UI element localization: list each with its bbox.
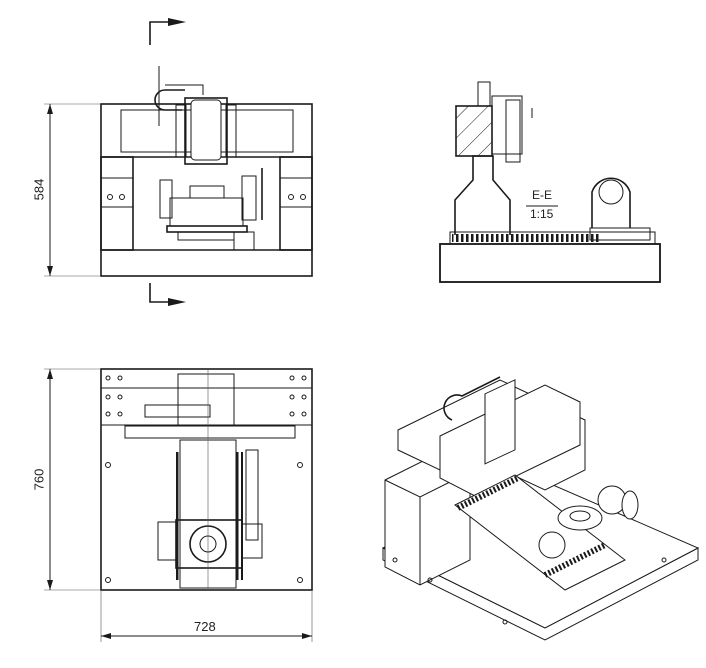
dimension-label-760: 760 (31, 468, 47, 491)
isometric-view (381, 376, 700, 641)
spindle-carriage (184, 97, 228, 165)
section-scale: 1:15 (530, 207, 554, 221)
base-section (439, 243, 661, 283)
dimension-label-584: 584 (31, 178, 47, 201)
right-column (279, 156, 313, 251)
section-marker-bottom (149, 283, 170, 303)
section-arrow-bottom (168, 298, 186, 306)
section-arrow-top (168, 18, 186, 26)
top-view (44, 368, 313, 642)
section-view-e-e (439, 81, 661, 283)
base-plate-outline (100, 368, 313, 591)
front-view (44, 18, 313, 306)
dimension-label-728: 728 (194, 619, 216, 634)
section-label: E-E (532, 188, 553, 202)
section-marker-top (149, 21, 170, 45)
left-column (100, 156, 134, 251)
